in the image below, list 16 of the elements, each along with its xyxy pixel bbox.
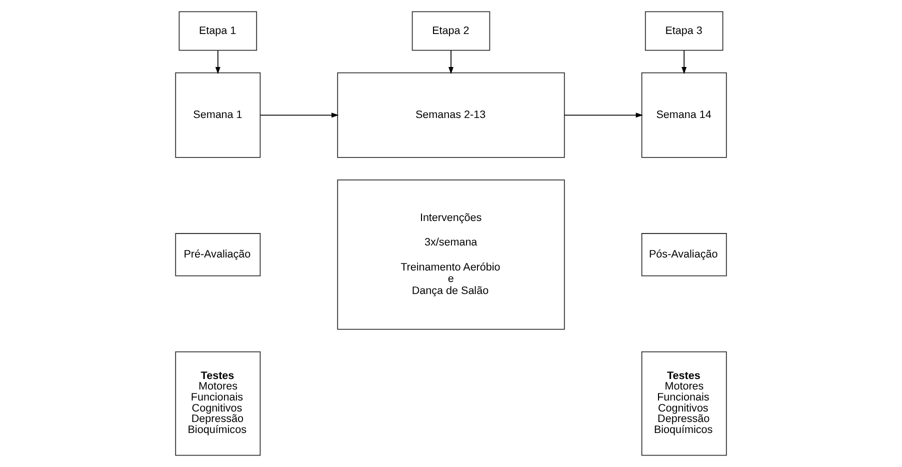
arrow (215, 50, 220, 74)
node-box: Etapa 1 (178, 11, 258, 51)
arrow (260, 112, 339, 118)
node-box: Etapa 3 (644, 11, 724, 51)
node-box: Pré-Avaliação (175, 233, 261, 276)
node-box: Intervenções 3x/semana Treinamento Aeróbio e Dança de Salão (337, 180, 565, 330)
node-box: Semana 1 (175, 72, 261, 158)
node-box: Testes Motores Funcionais Cognitivos Depressão Bioquímicos (175, 351, 261, 456)
arrow (564, 112, 644, 118)
node-box: Etapa 2 (412, 11, 490, 51)
node-box: Pós-Avaliação (641, 233, 727, 276)
arrow (682, 50, 687, 74)
node-box: Semana 14 (641, 72, 727, 158)
arrow (448, 50, 454, 74)
node-box: Semanas 2-13 (337, 72, 565, 158)
node-box: Testes Motores Funcionais Cognitivos Depressão Bioquímicos (641, 351, 727, 456)
